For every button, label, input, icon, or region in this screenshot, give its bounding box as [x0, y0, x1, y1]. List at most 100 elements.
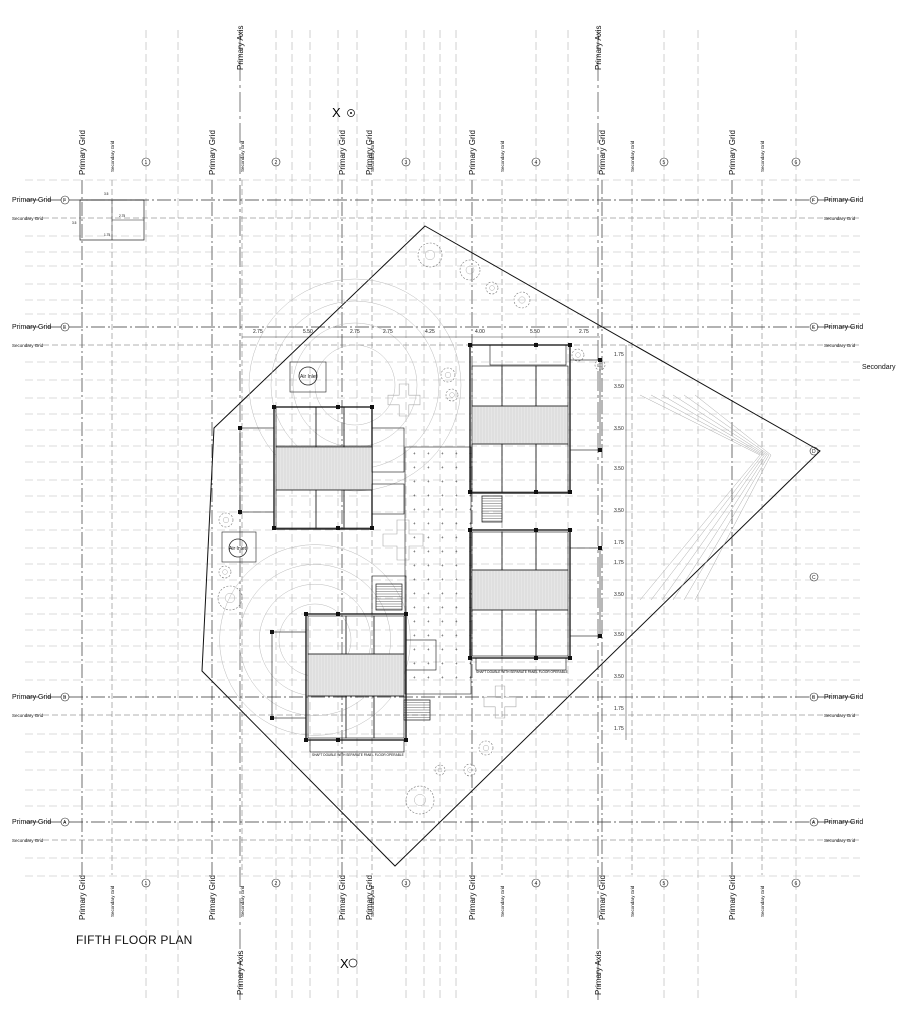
landscape-arc [248, 278, 462, 492]
tile-mark: + [441, 591, 444, 596]
secondary-grid-label: Secondary Grid [110, 885, 115, 917]
primary-grid-label: Primary Grid [78, 875, 87, 920]
tile-mark: + [427, 465, 430, 470]
secondary-grid-label: Secondary Grid [760, 140, 765, 172]
tile-mark: + [469, 507, 472, 512]
room [373, 695, 405, 739]
top-dimension: 2.75 [383, 329, 393, 335]
landscape-chevron [672, 394, 767, 601]
primary-grid-label: Primary Grid [824, 197, 863, 204]
planter [483, 685, 517, 719]
grid-bubble [141, 878, 151, 888]
room [501, 531, 537, 571]
grid-bubble [60, 195, 70, 205]
grid-bubble [809, 572, 819, 582]
column [272, 405, 276, 409]
primary-grid-label: Primary Grid [598, 130, 607, 175]
grid-bubble-label: 6 [795, 160, 798, 166]
tree-symbol [485, 281, 499, 295]
grid-bubble [659, 157, 669, 167]
top-dimension: 4.25 [425, 329, 435, 335]
column [598, 634, 602, 638]
tile-mark: + [455, 647, 458, 652]
room [271, 631, 307, 719]
ref-dim: 2.75 [119, 214, 125, 218]
apartment-wing-south-west [271, 575, 437, 753]
top-dimension: 5.50 [303, 329, 313, 335]
secondary-grid-label: Secondary Grid [12, 216, 44, 221]
top-dimension: 5.50 [530, 329, 540, 335]
tile-mark: + [441, 507, 444, 512]
top-dimension: 2.75 [253, 329, 263, 335]
ref-dim: 3.5 [104, 192, 109, 196]
tile-mark: + [413, 633, 416, 638]
primary-grid-label: Primary Grid [598, 875, 607, 920]
grid-bubble [141, 157, 151, 167]
tile-mark: + [455, 451, 458, 456]
grid-bubble-label: B [812, 695, 816, 701]
column [272, 526, 276, 530]
primary-grid-label: Primary Grid [824, 694, 863, 701]
tile-mark: + [441, 535, 444, 540]
grid-bubble-label: B [63, 695, 67, 701]
grid-bubble-label: 1 [145, 160, 148, 166]
grid-bubble-label: 5 [663, 160, 666, 166]
right-dimension: 3.50 [614, 466, 624, 472]
tile-mark: + [413, 661, 416, 666]
primary-grid-label: Primary Grid [338, 875, 347, 920]
grid-bubble [271, 878, 281, 888]
room [501, 365, 537, 407]
air-inlet-top: Air Inlet [289, 361, 327, 393]
landscape-chevron [683, 394, 770, 601]
room [535, 365, 569, 407]
tree-symbol [445, 372, 452, 379]
tree-symbol [513, 291, 531, 309]
room [371, 427, 405, 473]
shaft-note: SHAFT DOUBLE WITH SEPARATE PANEL FLOOR O… [312, 753, 404, 757]
tree-symbol [459, 259, 481, 281]
primary-axis-label: Primary Axis [594, 951, 603, 995]
room [405, 639, 437, 671]
primary-axis-label: Primary Axis [236, 951, 245, 995]
column [270, 630, 274, 634]
tile-mark: + [427, 577, 430, 582]
tile-mark: + [413, 619, 416, 624]
column [468, 656, 472, 660]
column [336, 612, 340, 616]
room [307, 695, 347, 739]
tree-symbol [449, 392, 455, 398]
tile-mark: + [413, 521, 416, 526]
primary-grid-label: Primary Grid [78, 130, 87, 175]
secondary-grid-label: Secondary Grid [12, 713, 44, 718]
room [535, 531, 569, 571]
stairs [403, 699, 431, 721]
tile-mark: + [413, 647, 416, 652]
column [238, 426, 242, 430]
room [371, 575, 407, 615]
tile-mark: + [455, 507, 458, 512]
grid-bubble-label: F [812, 198, 815, 204]
tree-symbol [483, 745, 490, 752]
room [569, 547, 601, 637]
column [568, 343, 572, 347]
tile-mark: + [413, 465, 416, 470]
column [468, 528, 472, 532]
column [370, 526, 374, 530]
grid-bubble-label: 3 [405, 160, 408, 166]
primary-grid-label: Primary Grid [365, 130, 374, 175]
stairs [481, 495, 503, 523]
ref-dim: 3.5 [72, 221, 77, 225]
secondary-grid-label: Secondary Grid [630, 885, 635, 917]
tile-mark: + [469, 521, 472, 526]
column [598, 358, 602, 362]
tile-mark: + [413, 479, 416, 484]
grid-bubble-label: 1 [145, 881, 148, 887]
column [304, 738, 308, 742]
room [471, 365, 503, 407]
ref-dim: 1.75 [104, 233, 110, 237]
tile-mark: + [413, 563, 416, 568]
column [568, 528, 572, 532]
tree-symbol [222, 517, 229, 524]
tile-mark: + [441, 647, 444, 652]
